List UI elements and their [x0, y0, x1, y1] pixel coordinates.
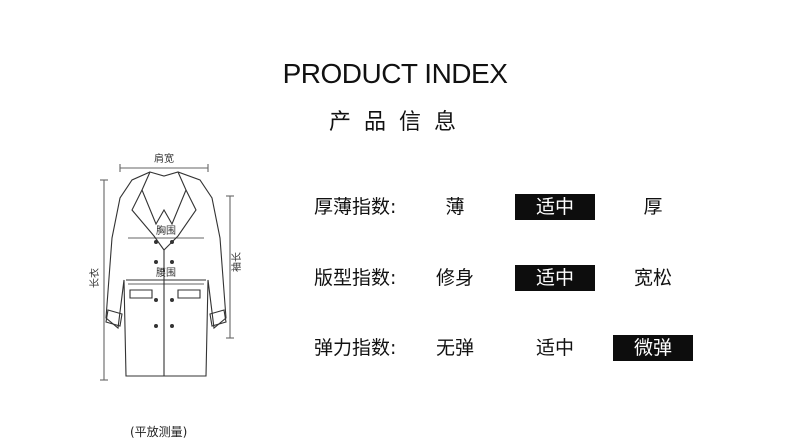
- waist-label: 腰围: [156, 267, 176, 279]
- index-option: 微弹: [613, 335, 693, 361]
- measurement-note: (平放测量): [130, 425, 188, 439]
- index-label: 弹力指数:: [314, 337, 397, 359]
- index-label: 厚薄指数:: [314, 196, 397, 218]
- index-option: 宽松: [633, 267, 672, 289]
- shoulder-label: 肩宽: [154, 152, 174, 165]
- index-option: 修身: [435, 267, 474, 289]
- page-subtitle: 产品信息: [328, 110, 469, 135]
- sleeve-label: 袖长: [230, 252, 243, 272]
- length-label: 长衣: [88, 268, 101, 288]
- index-option: 适中: [515, 194, 595, 220]
- index-option: 薄: [445, 196, 465, 218]
- index-label: 版型指数:: [314, 267, 397, 289]
- index-option: 无弹: [435, 337, 474, 359]
- page-title: PRODUCT INDEX: [282, 58, 508, 89]
- index-option: 厚: [643, 196, 663, 218]
- index-option: 适中: [535, 337, 574, 359]
- chest-label: 胸围: [156, 224, 176, 237]
- coat-measurement-diagram: 肩宽 胸围 腰围 长衣 袖长: [88, 152, 243, 381]
- index-option: 适中: [515, 265, 595, 291]
